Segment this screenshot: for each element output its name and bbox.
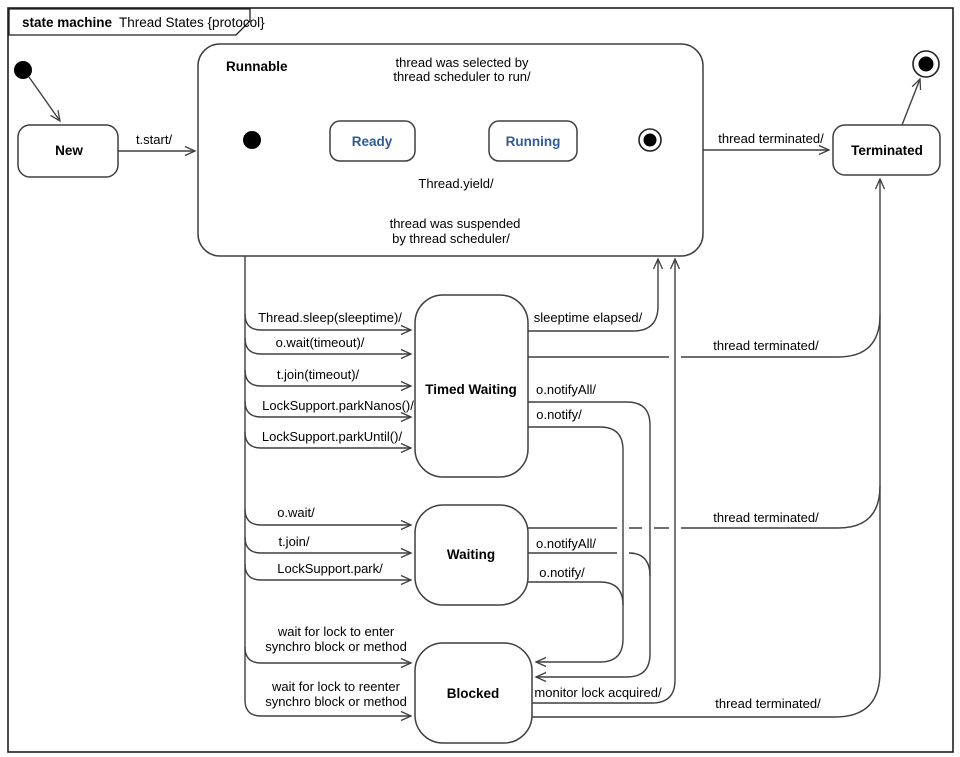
transition-blocked-terminated <box>532 177 886 718</box>
label-park-until: LockSupport.parkUntil()/ <box>262 429 403 444</box>
label-lock-reenter-line2: synchro block or method <box>265 694 407 709</box>
state-running-shape <box>488 120 578 162</box>
state-ready-label: Ready <box>352 134 393 149</box>
label-tw-terminated: thread terminated/ <box>713 338 819 353</box>
transition-labels-layer: t.start/ thread was selected by thread s… <box>136 55 824 711</box>
transition-waiting-notifyall <box>528 552 651 577</box>
transition-t-join-timeout <box>244 369 413 392</box>
state-terminated-shape <box>832 124 941 176</box>
transition-monitor-lock <box>532 257 681 704</box>
transition-terminated-to-final <box>901 77 922 126</box>
diagram-title: Thread States {protocol} <box>119 15 265 30</box>
diagram-kind-label: state machine <box>22 15 113 30</box>
label-monitor-lock: monitor lock acquired/ <box>534 685 662 700</box>
label-thread-yield: Thread.yield/ <box>418 176 494 191</box>
runnable-initial-pseudostate <box>243 131 261 149</box>
label-lock-enter-line1: wait for lock to enter <box>277 624 395 639</box>
final-state-outer-ring <box>638 128 662 152</box>
state-waiting-shape <box>414 504 529 606</box>
transition-sleeptime-elapsed <box>528 257 664 332</box>
top-final-state <box>912 50 940 78</box>
state-timed-waiting-shape <box>414 294 529 478</box>
final-state-inner-dot <box>918 56 934 72</box>
transition-waiting-terminated <box>528 485 881 529</box>
state-timed-waiting-label: Timed Waiting <box>425 382 517 397</box>
state-running: Running <box>488 120 578 162</box>
label-waiting-notify: o.notify/ <box>539 565 585 580</box>
label-tw-notify: o.notify/ <box>536 407 582 422</box>
transition-initial-to-new <box>28 76 61 123</box>
transition-thread-sleep <box>244 313 413 336</box>
title-tab-pentagon <box>8 8 251 36</box>
state-waiting-label: Waiting <box>447 547 495 562</box>
state-waiting: Waiting <box>414 504 529 606</box>
label-tw-notifyall: o.notifyAll/ <box>536 382 596 397</box>
label-suspended-line1: thread was suspended <box>390 216 521 231</box>
label-sleeptime-elapsed: sleeptime elapsed/ <box>534 310 643 325</box>
label-thread-sleep: Thread.sleep(sleeptime)/ <box>258 310 402 325</box>
label-o-wait-timeout: o.wait(timeout)/ <box>276 335 365 350</box>
transition-lock-enter <box>244 646 413 669</box>
runnable-final-state <box>638 128 662 152</box>
state-timed-waiting: Timed Waiting <box>414 294 529 478</box>
states-layer: New Runnable Ready Running <box>14 43 941 744</box>
label-o-wait: o.wait/ <box>277 505 315 520</box>
label-selected-line1: thread was selected by <box>396 55 529 70</box>
label-waiting-notifyall: o.notifyAll/ <box>536 536 596 551</box>
frame-title-tab: state machine Thread States {protocol} <box>8 8 265 36</box>
label-selected-line2: thread scheduler to run/ <box>393 69 531 84</box>
state-new-shape <box>17 124 119 178</box>
initial-pseudostate <box>14 61 32 79</box>
label-t-join-timeout: t.join(timeout)/ <box>277 367 360 382</box>
state-terminated-label: Terminated <box>851 143 923 158</box>
transition-trunk-and-lock-reenter <box>244 256 413 722</box>
transition-waiting-notify <box>528 581 624 606</box>
transition-o-wait <box>244 508 413 531</box>
label-locksupport-park: LockSupport.park/ <box>277 561 383 576</box>
transition-o-wait-timeout <box>244 337 413 360</box>
state-blocked: Blocked <box>414 642 533 744</box>
label-runnable-terminated: thread terminated/ <box>718 131 824 146</box>
state-runnable: Runnable Ready Running <box>197 43 704 257</box>
transition-park-nanos <box>244 400 413 423</box>
transition-t-join <box>244 536 413 559</box>
state-ready: Ready <box>329 120 416 162</box>
transition-locksupport-park <box>244 563 413 586</box>
label-t-join: t.join/ <box>278 534 309 549</box>
state-ready-shape <box>329 120 416 162</box>
label-waiting-terminated: thread terminated/ <box>713 510 819 525</box>
state-new-label: New <box>55 143 83 158</box>
label-blocked-terminated: thread terminated/ <box>715 696 821 711</box>
state-runnable-shape <box>197 43 704 257</box>
label-lock-reenter-line1: wait for lock to reenter <box>271 679 401 694</box>
state-new: New <box>17 124 119 178</box>
final-state-inner-dot <box>643 133 657 147</box>
transition-tw-notify <box>528 426 624 668</box>
label-lock-enter-line2: synchro block or method <box>265 639 407 654</box>
state-runnable-label: Runnable <box>226 59 288 74</box>
state-terminated: Terminated <box>832 124 941 176</box>
transition-tw-notifyall <box>528 401 651 683</box>
final-state-outer-ring <box>912 50 940 78</box>
label-t-start: t.start/ <box>136 132 173 147</box>
transition-park-until <box>244 431 413 454</box>
state-running-label: Running <box>506 134 561 149</box>
label-suspended-line2: by thread scheduler/ <box>392 231 510 246</box>
state-blocked-shape <box>414 642 533 744</box>
label-park-nanos: LockSupport.parkNanos()/ <box>262 398 414 413</box>
state-blocked-label: Blocked <box>447 686 500 701</box>
